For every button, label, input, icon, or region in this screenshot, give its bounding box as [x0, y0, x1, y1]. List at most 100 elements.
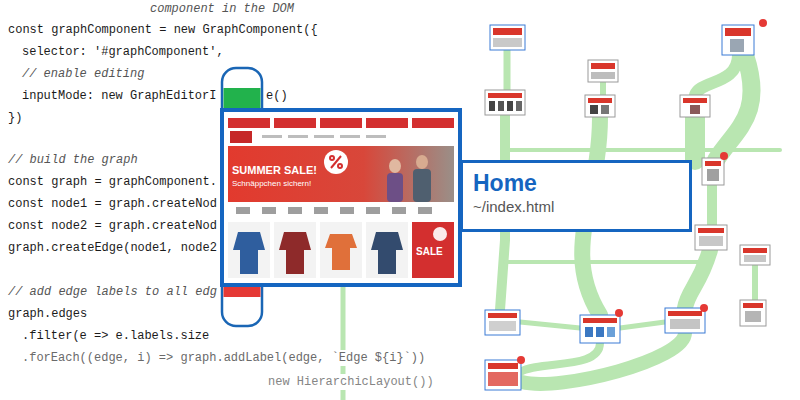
page-thumbnail	[588, 98, 612, 103]
page-preview	[262, 135, 282, 138]
page-thumbnail	[585, 327, 593, 337]
page-thumbnail	[588, 60, 618, 82]
page-thumbnail	[725, 28, 751, 36]
page-thumbnail	[493, 28, 522, 35]
graph-band	[504, 50, 511, 90]
page-preview	[228, 118, 454, 128]
page-thumbnail	[722, 25, 754, 55]
code-line: new HierarchicLayout())	[266, 374, 436, 390]
page-thumbnail	[580, 315, 620, 343]
code-line: graph.edges	[8, 306, 87, 322]
code-comment: component in the DOM	[150, 1, 294, 17]
page-thumbnail	[680, 95, 710, 117]
graph-band	[685, 250, 710, 308]
page-thumbnail	[740, 300, 766, 326]
code-line: selector: '#graphComponent',	[22, 44, 224, 60]
page-preview	[222, 110, 460, 285]
page-thumbnail	[744, 255, 766, 262]
code-line: })	[8, 110, 22, 126]
page-preview	[366, 207, 380, 214]
page-thumbnail	[740, 245, 770, 265]
page-thumbnail	[485, 360, 521, 390]
page-preview	[314, 135, 334, 138]
code-line: inputMode: new GraphEditorI	[22, 88, 216, 104]
page-thumbnail	[699, 236, 723, 246]
page-thumbnail	[702, 158, 724, 185]
page-preview	[314, 207, 328, 214]
graph-band	[520, 343, 600, 372]
page-preview	[262, 207, 276, 214]
page-thumbnail	[702, 158, 724, 185]
page-thumbnail	[665, 308, 705, 333]
page-preview	[288, 207, 302, 214]
page-thumbnail	[591, 72, 615, 79]
page-thumbnail	[493, 38, 522, 47]
page-path: ~/index.html	[473, 197, 679, 217]
page-thumbnail	[485, 360, 521, 390]
page-preview	[392, 207, 406, 214]
page-preview	[412, 222, 454, 278]
page-preview	[412, 118, 454, 128]
page-thumbnail	[590, 105, 598, 114]
page-title: Home	[473, 169, 679, 197]
page-preview	[222, 110, 460, 285]
page-thumbnail	[730, 39, 744, 52]
page-preview	[236, 207, 432, 214]
page-thumbnail	[670, 319, 700, 329]
page-thumbnail	[668, 311, 702, 316]
page-thumbnail	[507, 101, 513, 111]
page-thumbnail	[585, 95, 615, 117]
code-line: const graphComponent = new GraphComponen…	[8, 22, 318, 38]
page-thumbnail	[485, 310, 520, 335]
page-preview	[320, 222, 362, 278]
page-preview	[366, 135, 386, 138]
code-comment: // build the graph	[8, 152, 138, 168]
page-thumbnail	[591, 63, 615, 69]
page-preview	[331, 156, 341, 168]
page-preview	[340, 135, 360, 138]
page-preview	[330, 156, 342, 168]
page-preview	[228, 222, 270, 278]
page-thumbnail	[740, 300, 766, 326]
status-dot	[517, 356, 525, 364]
page-thumbnail	[588, 60, 618, 82]
graph-band	[600, 82, 606, 95]
page-label: Home~/index.html	[460, 160, 692, 232]
code-line: graph.createEdge(node1, node2	[8, 240, 217, 256]
page-thumbnail	[665, 308, 705, 333]
page-preview	[274, 118, 316, 128]
page-thumbnail	[488, 363, 518, 369]
page-thumbnail	[485, 310, 520, 335]
page-preview	[230, 131, 252, 143]
page-preview	[418, 207, 432, 214]
page-preview	[279, 232, 311, 274]
page-thumbnail	[722, 25, 754, 55]
page-thumbnail	[516, 101, 522, 111]
page-thumbnail	[485, 90, 525, 115]
page-preview	[366, 118, 408, 128]
page-preview	[228, 118, 270, 128]
page-preview	[340, 207, 354, 214]
code-line: const node2 = graph.createNod	[8, 218, 217, 234]
page-thumbnail	[596, 327, 604, 337]
page-preview	[366, 222, 408, 278]
page-thumbnail	[583, 318, 617, 323]
page-preview	[320, 118, 362, 128]
graph-band	[685, 117, 705, 160]
page-thumbnail	[488, 372, 518, 386]
page-thumbnail	[695, 225, 727, 250]
page-thumbnail	[690, 105, 700, 114]
graph-band	[620, 322, 665, 328]
graph-band	[695, 55, 738, 95]
code-line: .filter(e => e.labels.size	[22, 328, 209, 344]
page-preview	[288, 135, 308, 138]
page-preview	[330, 156, 334, 160]
page-preview	[324, 150, 348, 174]
page-preview	[262, 135, 386, 138]
code-line: e()	[266, 88, 288, 104]
graph-band	[707, 185, 717, 225]
code-line: const graph = graphComponent.	[8, 174, 217, 190]
page-thumbnail	[680, 95, 710, 117]
page-preview	[416, 155, 428, 169]
code-comment: // enable editing	[22, 66, 144, 82]
